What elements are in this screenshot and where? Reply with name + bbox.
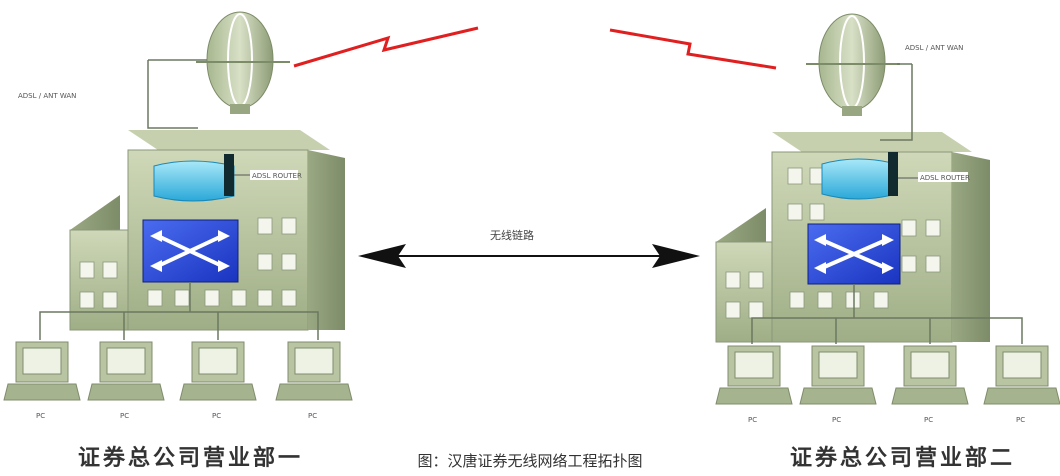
router-icon: ADSL ROUTER	[821, 152, 970, 200]
pc-label: PC	[308, 412, 317, 420]
site-one: ADSL ROUTER ADSL / ANT WAN PC PC PC	[3, 11, 353, 420]
pc-icon	[275, 341, 353, 401]
pc-icon	[799, 345, 877, 405]
pc-icon	[715, 345, 793, 405]
router-icon: ADSL ROUTER	[153, 154, 302, 202]
switch-icon	[142, 219, 239, 283]
pc-label: PC	[212, 412, 221, 420]
pc-label: PC	[748, 416, 757, 424]
svg-text:ADSL ROUTER: ADSL ROUTER	[252, 172, 302, 180]
pc-label: PC	[832, 416, 841, 424]
figure-caption: 图：汉唐证券无线网络工程拓扑图	[417, 452, 643, 470]
switch-icon	[807, 223, 901, 285]
svg-text:ADSL / ANT WAN: ADSL / ANT WAN	[905, 44, 963, 52]
lightning-bolt-icon	[293, 26, 479, 68]
svg-text:ADSL ROUTER: ADSL ROUTER	[920, 174, 970, 182]
pc-icon	[179, 341, 257, 401]
svg-text:ADSL / ANT WAN: ADSL / ANT WAN	[18, 92, 76, 100]
pc-icon	[3, 341, 81, 401]
pc-label: PC	[924, 416, 933, 424]
wireless-link	[293, 26, 777, 70]
site-label-one: 证券总公司营业部一	[78, 446, 304, 471]
dish-antenna-icon	[196, 11, 290, 114]
pc-icon	[891, 345, 969, 405]
pc-icon	[87, 341, 165, 401]
site-label-two: 证券总公司营业部二	[790, 446, 1016, 471]
dish-antenna-icon	[806, 13, 900, 116]
pc-label: PC	[36, 412, 45, 420]
pc-icon	[983, 345, 1060, 405]
site-two: ADSL ROUTER ADSL / ANT WAN PC PC PC PC	[715, 13, 1060, 424]
pc-label: PC	[120, 412, 129, 420]
data-link-arrow: 无线链路	[358, 228, 700, 268]
link-label: 无线链路	[490, 228, 534, 242]
pc-label: PC	[1016, 416, 1025, 424]
lightning-bolt-icon	[609, 28, 777, 70]
